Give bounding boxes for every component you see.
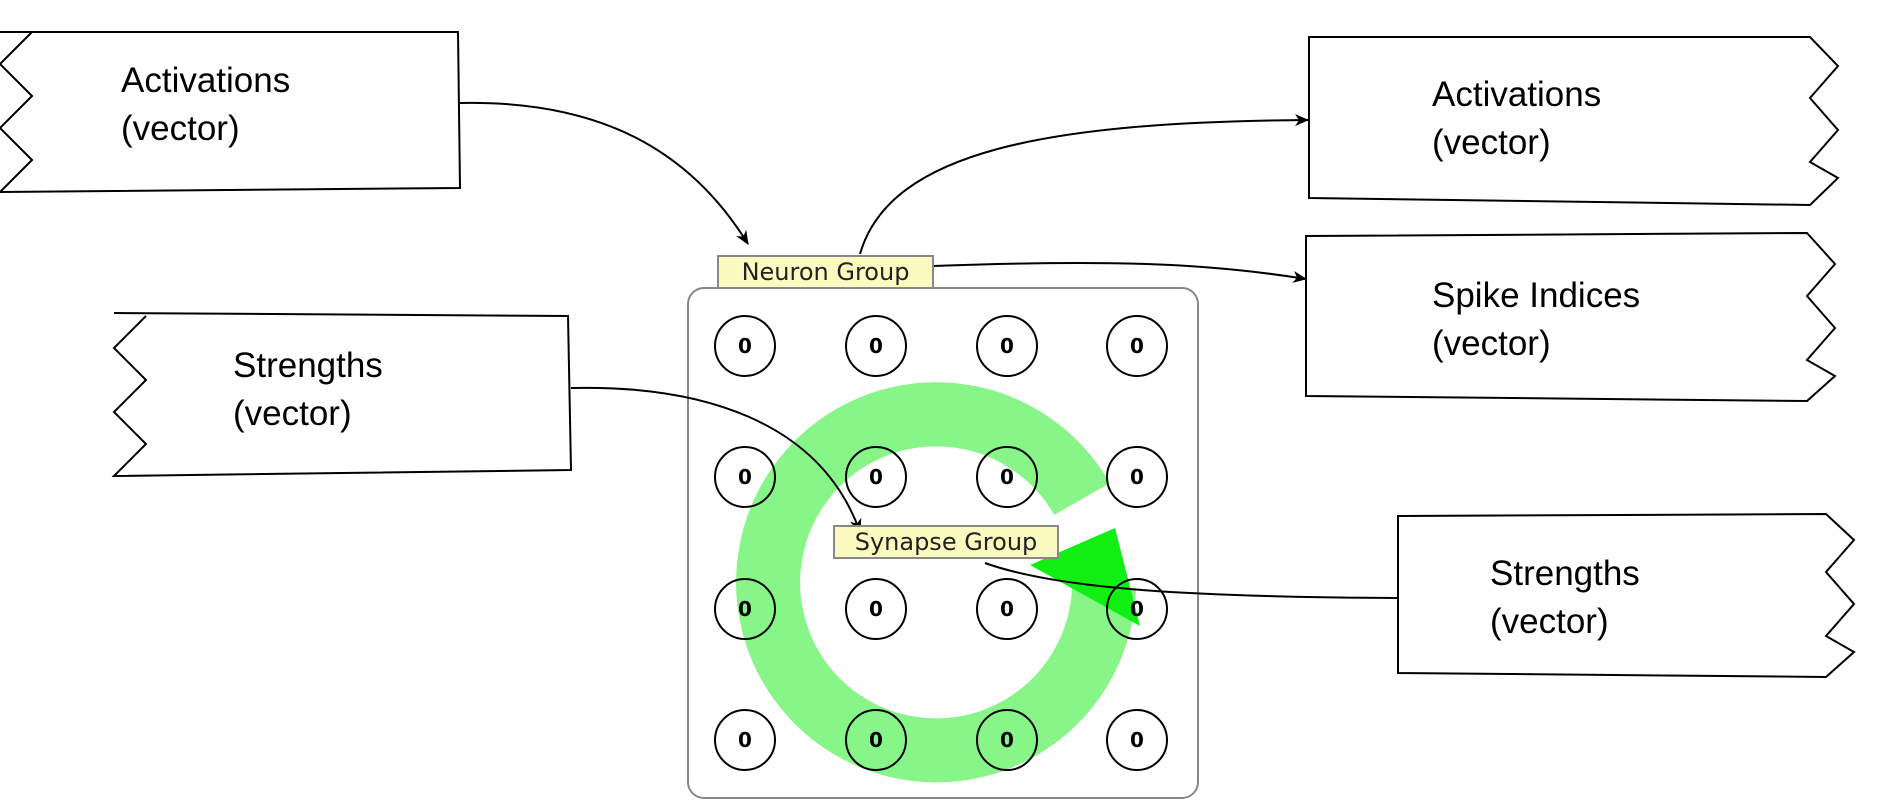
neuron-circle: [1106, 709, 1168, 771]
neuron-activation-value: 0: [869, 597, 883, 621]
neuron[interactable]: 0: [714, 578, 776, 640]
output-port-activations[interactable]: Activations (vector): [1308, 36, 1840, 207]
neuron-circle: [1106, 446, 1168, 508]
input-activations-line1: Activations: [121, 61, 290, 100]
neuron[interactable]: 0: [1106, 446, 1168, 508]
neuron-activation-value: 0: [869, 728, 883, 752]
connector-out-strengths: [984, 562, 1399, 599]
neuron-circle: [714, 315, 776, 377]
neuron-activation-value: 0: [1130, 728, 1144, 752]
output-activations-line1: Activations: [1432, 75, 1601, 114]
neuron-activation-value: 0: [1130, 465, 1144, 489]
neuron[interactable]: 0: [1106, 709, 1168, 771]
neuron[interactable]: 0: [1106, 578, 1168, 640]
neuron-circle: [976, 709, 1038, 771]
neuron-activation-value: 0: [869, 465, 883, 489]
neuron-circle: [845, 446, 907, 508]
neuron-circle: [976, 578, 1038, 640]
input-strengths-line1: Strengths: [233, 346, 383, 385]
neuron-circle: [1106, 315, 1168, 377]
neuron[interactable]: 0: [845, 709, 907, 771]
neuron[interactable]: 0: [845, 446, 907, 508]
neuron-activation-value: 0: [869, 334, 883, 358]
neuron[interactable]: 0: [714, 315, 776, 377]
neuron-activation-value: 0: [1000, 465, 1014, 489]
output-activations-line2: (vector): [1432, 123, 1551, 162]
neuron[interactable]: 0: [714, 446, 776, 508]
input-port-strengths[interactable]: Strengths (vector): [111, 312, 573, 478]
neuron-activation-value: 0: [1130, 597, 1144, 621]
neuron[interactable]: 0: [714, 709, 776, 771]
neuron-circle: [976, 315, 1038, 377]
neuron-activation-value: 0: [1130, 334, 1144, 358]
neuron-circle: [714, 578, 776, 640]
connector-out-spike-indices: [932, 261, 1307, 283]
neuron-activation-value: 0: [738, 334, 752, 358]
neuron[interactable]: 0: [845, 578, 907, 640]
output-port-spike-indices[interactable]: Spike Indices (vector): [1305, 231, 1837, 403]
neuron-circle: [845, 578, 907, 640]
neuron-circle: [714, 446, 776, 508]
neuron-group-label: Neuron Group: [742, 258, 910, 286]
neuron-grid: 0 0 0 0 0 0 0 0 0 0 0 0 0 0 0 0: [714, 315, 1168, 771]
neuron[interactable]: 0: [845, 315, 907, 377]
synapse-group-label: Synapse Group: [855, 528, 1038, 556]
neuron-circle: [976, 446, 1038, 508]
neuron-activation-value: 0: [1000, 597, 1014, 621]
neuron-activation-value: 0: [1000, 334, 1014, 358]
neuron-activation-value: 0: [738, 728, 752, 752]
output-spike-indices-line2: (vector): [1432, 324, 1551, 363]
neuron-group-tag[interactable]: Neuron Group: [717, 255, 934, 289]
neuron-activation-value: 0: [738, 465, 752, 489]
neuron-circle: [845, 709, 907, 771]
neuron[interactable]: 0: [976, 709, 1038, 771]
connector-out-activations: [859, 114, 1309, 255]
recurrent-synapse-arrowhead: [1030, 528, 1140, 626]
input-port-activations[interactable]: Activations (vector): [0, 31, 462, 194]
output-strengths-line1: Strengths: [1490, 554, 1640, 593]
output-strengths-line2: (vector): [1490, 602, 1609, 641]
input-strengths-line2: (vector): [233, 394, 352, 433]
neuron-circle: [1106, 578, 1168, 640]
neuron-circle: [714, 709, 776, 771]
neuron-activation-value: 0: [738, 597, 752, 621]
connector-in-activations: [459, 101, 749, 245]
neuron[interactable]: 0: [976, 315, 1038, 377]
neuron[interactable]: 0: [976, 446, 1038, 508]
connector-in-strengths: [570, 386, 862, 533]
neuron[interactable]: 0: [1106, 315, 1168, 377]
synapse-group-tag[interactable]: Synapse Group: [833, 525, 1059, 559]
input-activations-line2: (vector): [121, 109, 240, 148]
neuron[interactable]: 0: [976, 578, 1038, 640]
output-spike-indices-line1: Spike Indices: [1432, 276, 1640, 315]
neuron-activation-value: 0: [1000, 728, 1014, 752]
output-port-strengths[interactable]: Strengths (vector): [1397, 512, 1856, 679]
neuron-circle: [845, 315, 907, 377]
